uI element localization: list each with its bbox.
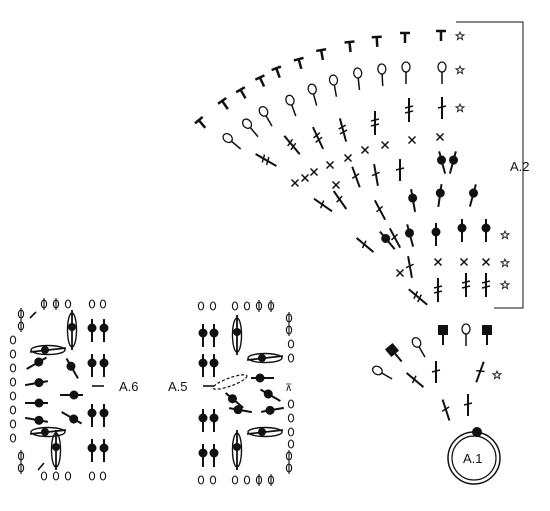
a2-label: A.2 — [510, 159, 530, 174]
a6-label: A.6 — [119, 379, 139, 394]
svg-text:⊼: ⊼ — [285, 383, 292, 394]
a6-diagram — [9, 297, 110, 481]
a1-magic-ring — [447, 427, 501, 485]
a2-bracket — [456, 21, 524, 309]
a5-diagram: ⊼ — [197, 299, 295, 487]
a1-label: A.1 — [463, 451, 483, 466]
fan-diagram — [193, 29, 510, 423]
a5-label: A.5 — [168, 379, 188, 394]
